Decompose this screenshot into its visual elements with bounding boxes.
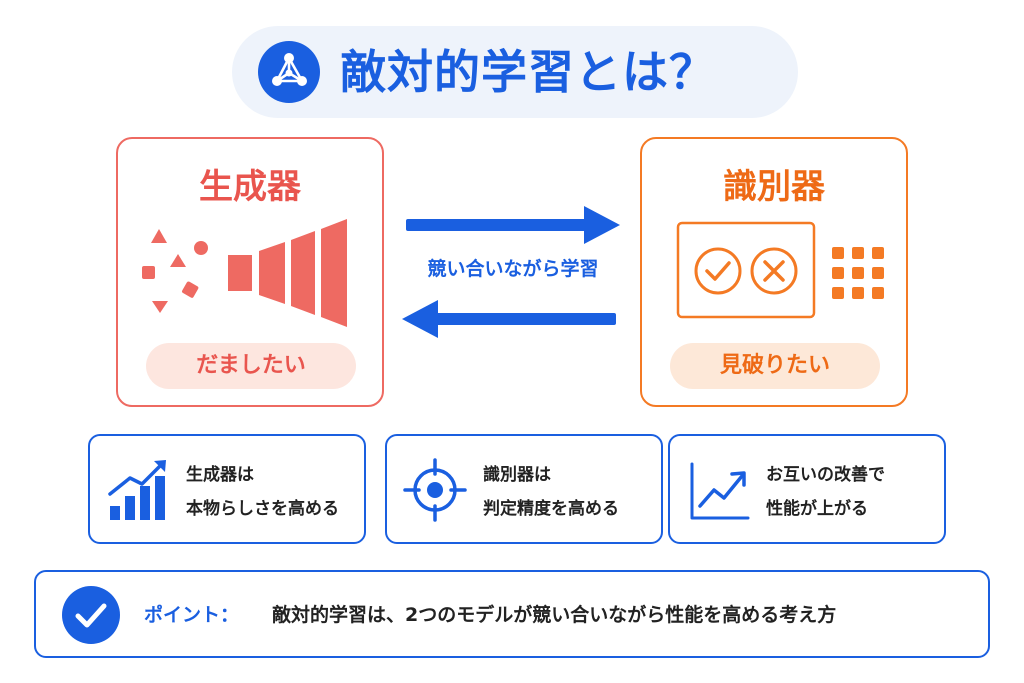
info-card-line: 判定精度を高める [483, 499, 619, 519]
title-banner [232, 26, 798, 118]
info-card-line: 本物らしさを高める [186, 499, 339, 519]
check-and-cross-panel-icon [676, 221, 816, 319]
bidirectional-arrows [398, 198, 624, 346]
bar-chart-up-icon [104, 456, 174, 530]
network-nodes-icon [258, 41, 320, 103]
info-card-line: 識別器は [483, 465, 551, 485]
discriminator-illustration [672, 219, 902, 333]
dot-grid-icon [832, 247, 884, 299]
page-title: 敵対的学習とは？ [340, 45, 716, 99]
data-burst-megaphone-icon [138, 209, 368, 343]
info-card-line: 生成器は [186, 465, 254, 485]
info-card-discriminator: 識別器は 判定精度を高める [385, 434, 663, 544]
point-text: 敵対的学習は、2つのモデルが競い合いながら性能を高める考え方 [272, 604, 837, 626]
generator-goal-badge: だましたい [146, 343, 356, 389]
info-card-mutual: お互いの改善で 性能が上がる [668, 434, 946, 544]
discriminator-title: 識別器 [723, 167, 825, 207]
info-card-line: お互いの改善で [766, 465, 885, 485]
checkmark-icon [62, 586, 120, 644]
interaction-label: 競い合いながら学習 [427, 258, 599, 280]
discriminator-goal-badge: 見破りたい [670, 343, 880, 389]
generator-card: 生成器 だましたい [116, 137, 384, 407]
discriminator-card: 識別器 見破りたい [640, 137, 908, 407]
info-card-generator: 生成器は 本物らしさを高める [88, 434, 366, 544]
generator-title: 生成器 [199, 167, 301, 207]
point-summary: ポイント： 敵対的学習は、2つのモデルが競い合いながら性能を高める考え方 [34, 570, 990, 658]
crosshair-target-icon [401, 456, 471, 530]
info-card-line: 性能が上がる [766, 499, 868, 519]
line-chart-up-icon [684, 456, 754, 530]
point-label: ポイント： [144, 604, 240, 626]
